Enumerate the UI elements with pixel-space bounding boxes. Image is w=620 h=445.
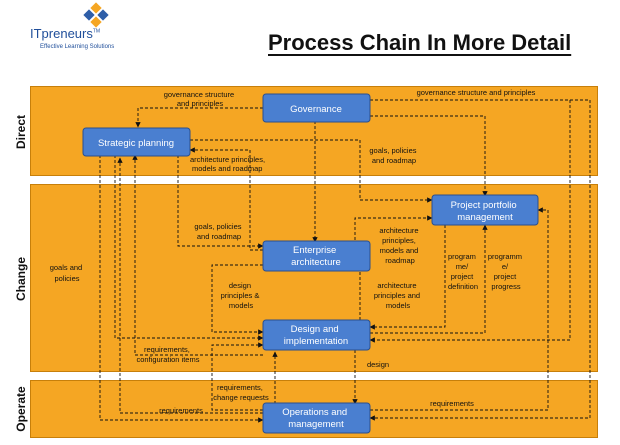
node-project-portfolio[interactable]: Project portfolio management xyxy=(431,194,539,226)
page-title: Process Chain In More Detail xyxy=(268,30,572,55)
node-label: Enterprise xyxy=(293,245,336,256)
edge-strategic-portfolio xyxy=(190,139,433,203)
label-program-progress: programm e/ project progress xyxy=(488,252,524,291)
edge-strategic-ea xyxy=(177,155,264,249)
label-arch-principles-roadmap: architecture principles, models and road… xyxy=(379,226,420,265)
edge-gov-right-ops xyxy=(369,99,591,421)
edge-ops-design-left xyxy=(211,342,264,411)
node-label: Strategic planning xyxy=(98,138,174,149)
svg-text:Enterprise architecture: Enterprise architecture xyxy=(291,245,341,268)
edge-design-portfolio xyxy=(370,224,488,334)
svg-text:Design and implementatio: Design and implementation xyxy=(284,324,348,347)
node-label: Design and xyxy=(291,324,339,335)
node-label: Governance xyxy=(290,104,342,115)
edge-ops-portfolio xyxy=(370,207,549,411)
node-label: Project portfolio xyxy=(451,200,517,211)
label-gov-right: governance structure and principles xyxy=(417,88,536,97)
edge-gov-portfolio xyxy=(370,115,488,197)
node-label: implementation xyxy=(284,336,348,347)
label-arch-principles-models: architecture principles and models xyxy=(374,281,422,310)
node-label: architecture xyxy=(291,257,341,268)
label-requirements-config: requirements, configuration items xyxy=(137,345,200,364)
edge-design-strategic xyxy=(132,154,263,356)
label-requirements-left: requirements xyxy=(159,406,203,415)
node-label: management xyxy=(288,419,344,430)
svg-text:Governance: Governance xyxy=(290,104,342,115)
edge-ea-design-left xyxy=(211,264,264,335)
node-strategic-planning[interactable]: Strategic planning xyxy=(82,127,191,157)
label-arch-models-roadmap: architecture principles, models and road… xyxy=(190,155,267,173)
edge-portfolio-design xyxy=(369,225,446,330)
node-design-implementation[interactable]: Design and implementation xyxy=(262,319,371,351)
node-operations-management[interactable]: Operations and management xyxy=(262,402,371,434)
edge-ops-strategic xyxy=(117,157,263,414)
label-design: design xyxy=(367,360,389,369)
label-goals-roadmap-portfolio: goals, policies and roadmap xyxy=(369,146,418,165)
svg-text:Operations and managemen: Operations and management xyxy=(282,407,350,430)
edge-strategic-design-2 xyxy=(114,155,264,341)
label-design-principles: design principles & models xyxy=(221,281,262,310)
svg-text:Strategic planning: Strategic planning xyxy=(98,138,174,149)
node-label: Operations and xyxy=(282,407,347,418)
logo-text: ITpreneursTM xyxy=(30,26,101,41)
label-program-definition: program me/ project definition xyxy=(448,252,478,291)
label-goals-roadmap-ea: goals, policies and roadmap xyxy=(194,222,243,241)
edge-ea-strategic xyxy=(189,147,263,251)
node-label: management xyxy=(457,212,513,223)
label-requirements-right: requirements xyxy=(430,399,474,408)
label-gov-left: governance structure and principles xyxy=(164,90,237,108)
svg-text:Project portfolio manage: Project portfolio management xyxy=(451,200,520,223)
edge-strategic-design xyxy=(99,155,264,423)
label-goals-policies: goals and policies xyxy=(50,263,85,283)
node-enterprise-architecture[interactable]: Enterprise architecture xyxy=(262,240,371,272)
logo-tagline: Effective Learning Solutions xyxy=(40,44,115,50)
node-governance[interactable]: Governance xyxy=(262,93,371,123)
logo-mark-icon xyxy=(83,2,109,28)
edge-gov-strategic xyxy=(135,107,263,128)
itpreneurs-logo xyxy=(40,2,180,56)
label-requirements-change: requirements, change requests xyxy=(213,383,269,402)
